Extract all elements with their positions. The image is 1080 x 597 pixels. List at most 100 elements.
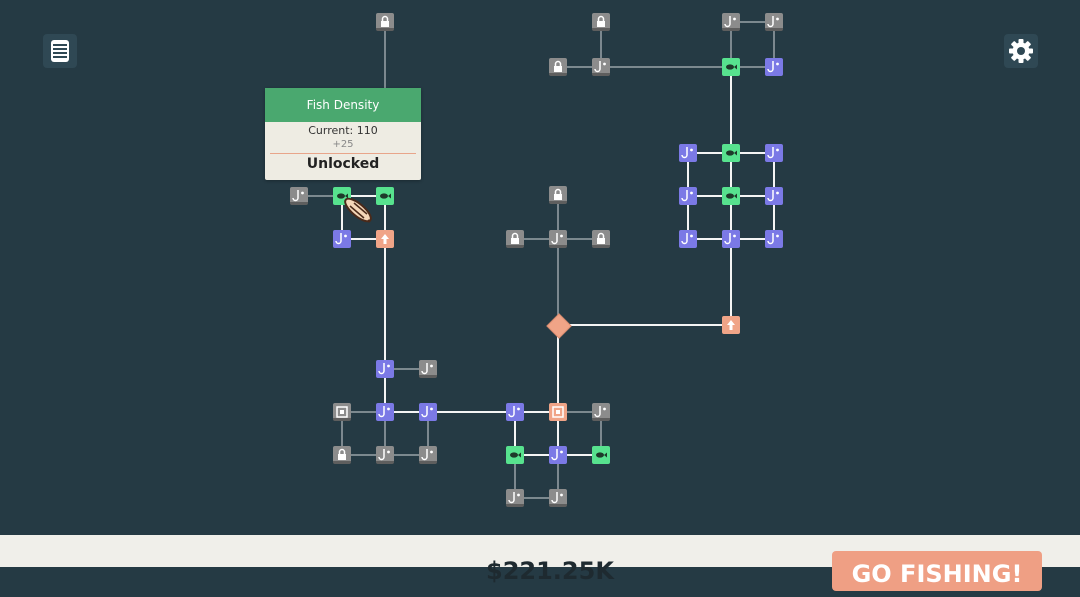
fish-icon	[596, 452, 607, 458]
hook-icon	[551, 449, 563, 461]
upgrade-node[interactable]	[765, 230, 783, 248]
skill-tree	[290, 13, 783, 507]
hook-icon	[767, 61, 779, 73]
hook-icon	[421, 363, 433, 375]
lock-icon	[597, 232, 605, 244]
upgrade-node[interactable]	[506, 403, 524, 421]
upgrade-node[interactable]	[722, 316, 740, 334]
footer-bar: $221.25K GO FISHING!	[0, 535, 1080, 591]
upgrade-node[interactable]	[333, 446, 351, 464]
upgrade-tooltip: Fish Density Current: 110 +25 Unlocked	[265, 88, 421, 180]
hook-icon	[292, 190, 304, 202]
go-fishing-button[interactable]: GO FISHING!	[832, 551, 1042, 591]
hook-icon	[421, 449, 433, 461]
hook-icon	[508, 406, 520, 418]
upgrade-node[interactable]	[592, 230, 610, 248]
hook-icon	[551, 492, 563, 504]
upgrade-node[interactable]	[592, 58, 610, 76]
upgrade-node[interactable]	[592, 403, 610, 421]
tooltip-title: Fish Density	[265, 88, 421, 122]
hook-icon	[335, 233, 347, 245]
hook-icon	[378, 449, 390, 461]
hook-icon	[421, 406, 433, 418]
lock-icon	[338, 448, 346, 460]
upgrade-node[interactable]	[549, 489, 567, 507]
upgrade-node[interactable]	[549, 446, 567, 464]
tooltip-divider	[270, 153, 416, 154]
upgrade-node[interactable]	[419, 403, 437, 421]
lock-icon	[597, 15, 605, 27]
upgrade-node[interactable]	[376, 187, 394, 205]
gear-icon	[1009, 39, 1033, 63]
upgrade-node[interactable]	[419, 446, 437, 464]
menu-button[interactable]	[43, 34, 77, 68]
upgrade-node[interactable]	[549, 403, 567, 421]
upgrade-node[interactable]	[549, 230, 567, 248]
box-icon	[336, 406, 348, 418]
upgrade-node[interactable]	[592, 446, 610, 464]
upgrade-node[interactable]	[333, 230, 351, 248]
lock-icon	[554, 60, 562, 72]
hook-icon	[724, 233, 736, 245]
fish-icon	[380, 193, 391, 199]
upgrade-node[interactable]	[376, 13, 394, 31]
fish-icon	[726, 64, 737, 70]
tooltip-status: Unlocked	[306, 156, 380, 172]
skill-tree-links	[299, 21, 775, 499]
upgrade-node[interactable]	[506, 230, 524, 248]
hook-icon	[681, 190, 693, 202]
upgrade-node[interactable]	[722, 230, 740, 248]
upgrade-node[interactable]	[419, 360, 437, 378]
upgrade-node[interactable]	[376, 446, 394, 464]
money-display: $221.25K	[486, 557, 614, 585]
upgrade-node[interactable]	[376, 360, 394, 378]
upgrade-node[interactable]	[679, 230, 697, 248]
hook-icon	[767, 190, 779, 202]
hook-icon	[767, 16, 779, 28]
upgrade-node[interactable]	[506, 489, 524, 507]
tooltip-current-value: Current: 110	[308, 124, 378, 137]
upgrade-node[interactable]	[722, 13, 740, 31]
hook-icon	[594, 406, 606, 418]
box-icon	[552, 406, 564, 418]
hook-icon	[681, 147, 693, 159]
upgrade-node[interactable]	[333, 403, 351, 421]
upgrade-node[interactable]	[765, 144, 783, 162]
hook-icon	[767, 233, 779, 245]
fish-icon	[510, 452, 521, 458]
upgrade-node[interactable]	[722, 187, 740, 205]
upgrade-node[interactable]	[290, 187, 308, 205]
hook-icon	[767, 147, 779, 159]
settings-button[interactable]	[1004, 34, 1038, 68]
lock-icon	[554, 188, 562, 200]
fish-icon	[726, 193, 737, 199]
hook-icon	[378, 363, 390, 375]
upgrade-node[interactable]	[679, 144, 697, 162]
tooltip-bonus: +25	[332, 139, 354, 150]
hook-icon	[681, 233, 693, 245]
upgrade-node[interactable]	[592, 13, 610, 31]
upgrade-node[interactable]	[765, 187, 783, 205]
hook-icon	[378, 406, 390, 418]
lock-icon	[381, 15, 389, 27]
upgrade-node[interactable]	[549, 58, 567, 76]
fish-icon	[726, 150, 737, 156]
fish-cursor-icon	[344, 197, 372, 223]
arrow-up-icon	[381, 234, 389, 244]
upgrade-node[interactable]	[376, 230, 394, 248]
upgrade-node[interactable]	[765, 58, 783, 76]
upgrade-node[interactable]	[506, 446, 524, 464]
upgrade-node[interactable]	[765, 13, 783, 31]
hook-icon	[508, 492, 520, 504]
hook-icon	[551, 233, 563, 245]
upgrade-node[interactable]	[549, 186, 567, 204]
upgrade-node[interactable]	[376, 403, 394, 421]
list-icon	[51, 40, 69, 62]
upgrade-node[interactable]	[679, 187, 697, 205]
lock-icon	[511, 232, 519, 244]
upgrade-node[interactable]	[722, 144, 740, 162]
arrow-up-icon	[727, 320, 735, 330]
hook-icon	[724, 16, 736, 28]
upgrade-node[interactable]	[722, 58, 740, 76]
fish-icon	[337, 193, 348, 199]
